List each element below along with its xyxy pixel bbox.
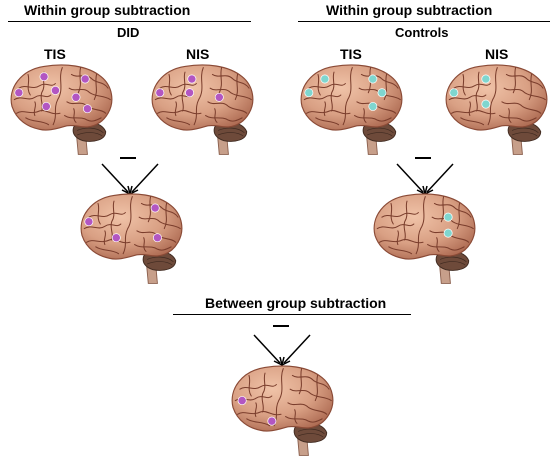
activation-dot [50,85,60,95]
left-tis-label: TIS [44,46,66,62]
left-group-label: DID [117,25,140,40]
activation-dot [14,88,24,98]
activation-dot [71,92,81,102]
right-group-label: Controls [395,25,449,40]
activation-dot [443,228,453,238]
activation-dot [320,74,330,84]
activation-dot [84,217,94,227]
between-group-result-brain [231,365,334,457]
activation-dot [111,233,121,243]
activation-dot [41,101,51,111]
left-minus-sign [120,157,136,159]
activation-dot [368,101,378,111]
activation-dots [84,203,162,243]
between-minus-sign [273,325,289,327]
activation-dot [152,233,162,243]
activation-dot [368,74,378,84]
right-nis-label: NIS [485,46,509,62]
activation-dots [237,396,277,426]
activation-dot [443,212,453,222]
controls-tis-brain [300,64,403,156]
right-panel-rule [298,21,550,22]
right-minus-sign [415,157,431,159]
activation-dots [14,72,92,114]
activation-dot [481,99,491,109]
activation-dots [443,212,453,238]
activation-dot [39,72,49,82]
between-group-rule [173,314,411,315]
controls-difference-brain [373,193,476,285]
activation-dot [185,88,195,98]
did-difference-brain [80,193,183,285]
activation-dot [214,92,224,102]
did-nis-brain [151,64,254,156]
activation-dots [304,74,387,111]
left-nis-label: NIS [186,46,210,62]
activation-dot [237,396,247,406]
between-group-title: Between group subtraction [205,295,387,311]
activation-dots [449,74,491,109]
activation-dot [304,88,314,98]
activation-dot [155,88,165,98]
left-converging-arrows [101,163,159,196]
controls-nis-brain [445,64,548,156]
activation-dot [449,88,459,98]
right-panel-title: Within group subtraction [326,2,493,18]
left-panel-title: Within group subtraction [24,2,191,18]
activation-dot [150,203,160,213]
activation-dot [377,88,387,98]
left-panel-rule [8,21,251,22]
activation-dot [187,74,197,84]
right-tis-label: TIS [340,46,362,62]
activation-dot [82,104,92,114]
activation-dot [481,74,491,84]
activation-dot [80,74,90,84]
between-converging-arrows [253,334,311,367]
activation-dot [267,416,277,426]
right-converging-arrows [396,163,454,196]
did-tis-brain [10,64,113,156]
activation-dots [155,74,224,102]
